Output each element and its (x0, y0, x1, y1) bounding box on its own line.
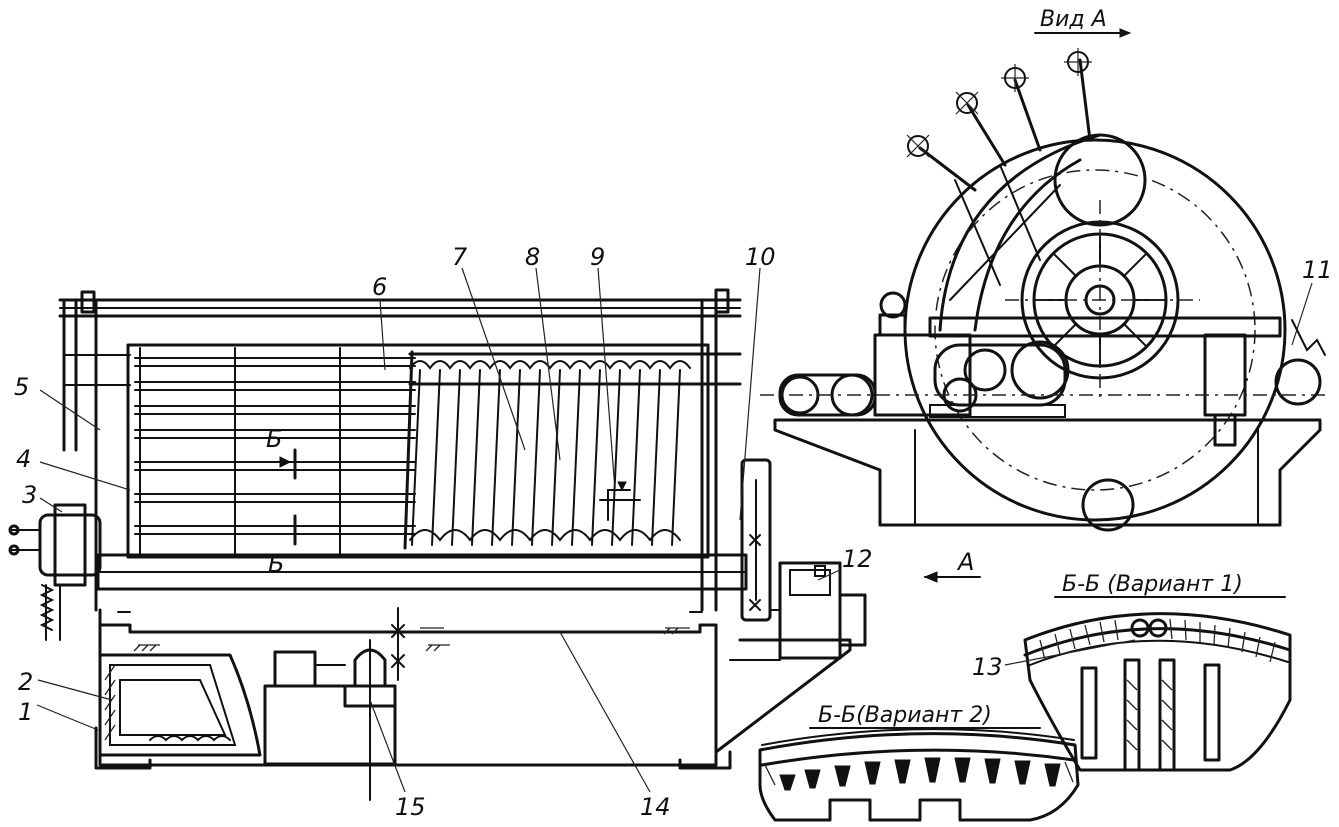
callout-2: 2 (18, 668, 33, 696)
callout-13: 13 (972, 653, 1003, 681)
callout-7: 7 (452, 243, 468, 271)
view-arrow-label: А (956, 548, 974, 576)
section-marker-top: Б (266, 425, 282, 453)
section-variant-1-title: Б-Б (Вариант 1) (1062, 572, 1243, 597)
callout-11: 11 (1302, 256, 1333, 284)
callout-15: 15 (395, 793, 426, 821)
callout-12: 12 (842, 545, 873, 573)
callout-5: 5 (14, 373, 29, 401)
view-a (760, 28, 1330, 532)
filter-plates-v2 (779, 757, 1061, 791)
section-variant-2-title: Б-Б(Вариант 2) (818, 703, 992, 728)
section-variant-1 (1023, 596, 1292, 772)
callout-4: 4 (16, 445, 31, 473)
callout-8: 8 (525, 243, 540, 271)
side-view (8, 288, 867, 801)
callout-10: 10 (745, 243, 776, 271)
leader-lines (36, 267, 1313, 793)
section-marker-bottom: Б (268, 550, 284, 578)
callout-6: 6 (372, 273, 387, 301)
callout-3: 3 (22, 481, 37, 509)
section-variant-2 (758, 727, 1080, 822)
view-a-title: Вид А (1040, 7, 1107, 32)
callout-9: 9 (590, 243, 605, 271)
callout-14: 14 (640, 793, 671, 821)
callout-1: 1 (18, 698, 33, 726)
